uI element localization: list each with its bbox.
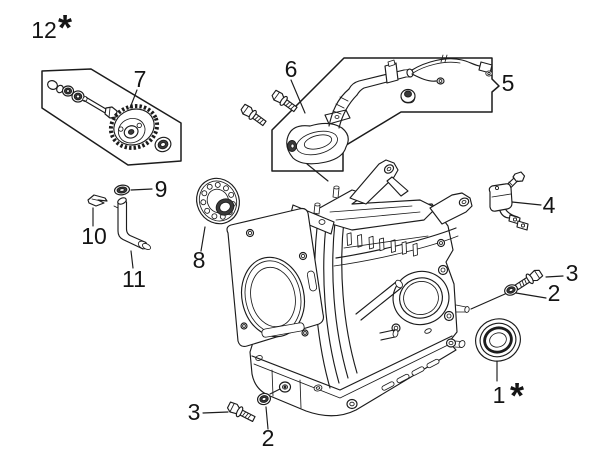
callout-11: 11: [122, 266, 146, 292]
callout-2-bottom: 2: [262, 425, 275, 451]
callout-2-right: 2: [548, 280, 561, 306]
crankcase-top-frame: [289, 159, 473, 257]
breather-cover-bolts: [240, 89, 298, 127]
callout-10: 10: [81, 223, 107, 249]
oil-seal: [475, 318, 521, 362]
callout-labels: 12 * 7 6 5 4 3 2 1 * 8 9 10 11 3 2: [31, 7, 578, 451]
part-5-box: [271, 57, 500, 172]
callout-5: 5: [502, 70, 515, 96]
callout-3-bottom: 3: [188, 399, 201, 425]
callout-4: 4: [543, 192, 556, 218]
callout-9: 9: [155, 176, 168, 202]
callout-1-star: *: [510, 375, 524, 416]
oil-level-switch: [488, 171, 529, 231]
camshaft-assembly: [47, 80, 172, 153]
cylinder-gasket: [226, 207, 325, 348]
bolt-3-bottom: [226, 401, 256, 423]
callout-12: 12: [31, 17, 57, 43]
part-7-box: [41, 68, 182, 166]
ball-bearing: [196, 177, 240, 225]
breather-assembly: [286, 54, 493, 182]
washer-9: [113, 184, 131, 196]
callout-12-star: *: [58, 7, 72, 48]
callout-3-right: 3: [566, 260, 579, 286]
oil-pipe-11: [113, 197, 151, 251]
washer-2-right: [470, 284, 518, 310]
callout-6: 6: [285, 56, 298, 82]
callout-7: 7: [134, 66, 147, 92]
callout-1: 1: [493, 382, 506, 408]
leader-lines: [92, 79, 564, 430]
callout-8: 8: [193, 247, 206, 273]
washer-2-bottom: [256, 388, 281, 406]
clip-10: [87, 194, 108, 207]
bolt-3-right: [514, 269, 544, 291]
